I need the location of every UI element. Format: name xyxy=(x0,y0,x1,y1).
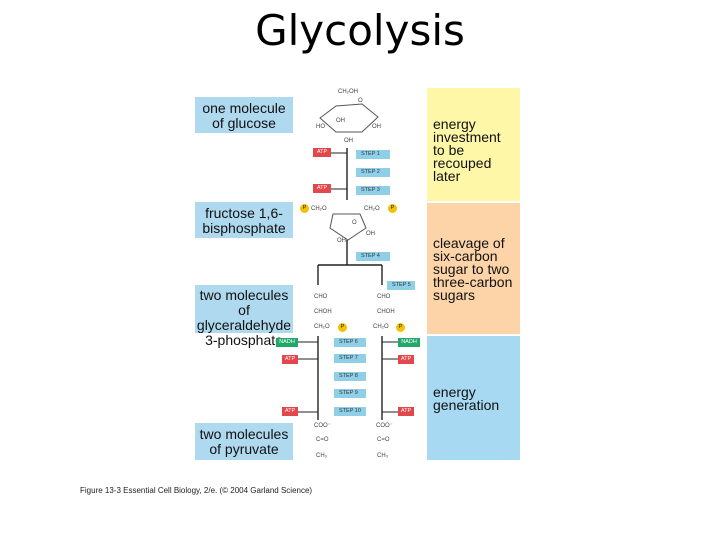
step-4: STEP 4 xyxy=(356,252,390,261)
slide-title: Glycolysis xyxy=(255,6,465,55)
g3p-right-choh: CHOH xyxy=(377,309,395,315)
pyruvate-left-co: C=O xyxy=(316,437,329,443)
glucose-oh-2: OH xyxy=(372,124,381,130)
glucose-o: O xyxy=(358,98,363,104)
phase-energy-generation: energy generation xyxy=(427,336,520,460)
phosphate-circle-g1: P xyxy=(338,323,347,332)
step-9: STEP 9 xyxy=(334,389,366,398)
step-7: STEP 7 xyxy=(334,354,366,363)
fructose-ch2o-left: CH₂O xyxy=(311,206,327,212)
phase-energy-investment: energy investment to be recouped later xyxy=(427,88,520,201)
step-2: STEP 2 xyxy=(356,168,390,177)
label-glyceraldehyde-text: two molecules of glyceraldehyde 3-phosph… xyxy=(196,287,292,348)
step-3: STEP 3 xyxy=(356,186,390,195)
label-pyruvate: two molecules of pyruvate xyxy=(195,423,293,460)
g3p-left-ch2: CH₂O xyxy=(314,324,330,330)
g3p-right-cho: CHO xyxy=(377,294,391,300)
phase-cleavage-text: cleavage of six-carbon sugar to two thre… xyxy=(433,235,513,303)
pyruvate-right-co: C=O xyxy=(377,437,390,443)
g3p-left-cho: CHO xyxy=(314,294,328,300)
step-5: STEP 5 xyxy=(387,281,415,290)
glucose-ring xyxy=(319,103,379,133)
fructose-oh-1: OH xyxy=(337,238,346,244)
phosphate-circle-f2: P xyxy=(388,204,397,213)
fructose-ring xyxy=(329,213,367,241)
g3p-right-ch2: CH₂O xyxy=(373,324,389,330)
step-1: STEP 1 xyxy=(356,150,390,159)
pyruvate-left-coo: COO⁻ xyxy=(314,423,331,429)
atp-output-right-10: ATP xyxy=(398,407,414,416)
step-10: STEP 10 xyxy=(334,407,366,416)
glucose-oh-1: OH xyxy=(336,118,345,124)
phase-cleavage: cleavage of six-carbon sugar to two thre… xyxy=(427,203,520,334)
atp-output-left-10: ATP xyxy=(282,407,298,416)
g3p-left-choh: CHOH xyxy=(314,309,332,315)
fructose-o: O xyxy=(352,220,357,226)
pyruvate-left-ch3: CH₃ xyxy=(316,453,328,459)
label-glucose-text: one molecule of glucose xyxy=(202,100,286,131)
label-fructose-text: fructose 1,6- bisphosphate xyxy=(202,205,286,236)
figure-caption: Figure 13-3 Essential Cell Biology, 2/e.… xyxy=(80,486,313,495)
phosphate-circle-f1: P xyxy=(300,204,309,213)
glucose-ch2oh: CH₂OH xyxy=(338,89,358,95)
atp-input-1: ATP xyxy=(313,148,331,157)
atp-output-left-7: ATP xyxy=(282,355,298,364)
step-6: STEP 6 xyxy=(334,338,366,347)
label-glyceraldehyde: two molecules of glyceraldehyde 3-phosph… xyxy=(195,285,293,348)
glucose-oh-3: OH xyxy=(344,138,353,144)
nadh-output-right: NADH xyxy=(398,338,420,347)
atp-output-right-7: ATP xyxy=(398,355,414,364)
step-8: STEP 8 xyxy=(334,372,366,381)
pyruvate-right-coo: COO⁻ xyxy=(376,423,393,429)
fructose-ch2o-right: CH₂O xyxy=(364,206,380,212)
fructose-oh-2: OH xyxy=(366,231,375,237)
atp-input-2: ATP xyxy=(313,184,331,193)
glucose-ho: HO xyxy=(316,124,325,130)
phase-energy-investment-text: energy investment to be recouped later xyxy=(433,116,501,184)
pyruvate-right-ch3: CH₃ xyxy=(377,453,389,459)
phase-energy-generation-text: energy generation xyxy=(433,384,500,413)
label-glucose: one molecule of glucose xyxy=(195,97,293,133)
nadh-output-left: NADH xyxy=(276,338,298,347)
label-pyruvate-text: two molecules of pyruvate xyxy=(199,426,289,457)
label-fructose-bisphosphate: fructose 1,6- bisphosphate xyxy=(195,202,293,238)
phosphate-circle-g2: P xyxy=(396,323,405,332)
